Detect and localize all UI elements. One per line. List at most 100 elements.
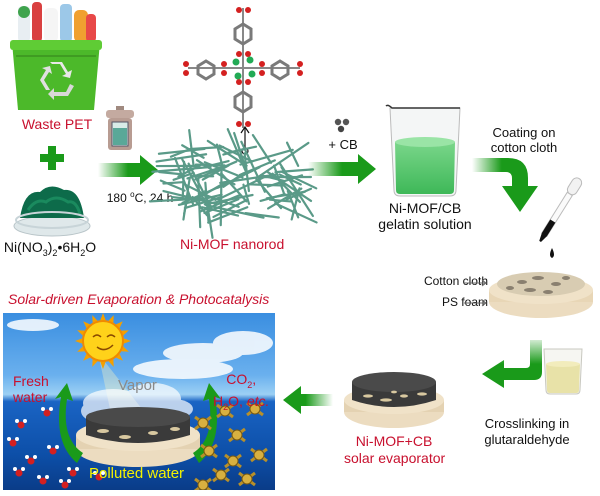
bottle [74,10,88,42]
scene-illustration [7,313,273,490]
arrow-right-step2 [98,155,158,185]
arrow-curve-down [472,158,538,212]
nanorod [212,199,248,219]
sun-icon [75,313,131,369]
water-molecule-icon [47,445,59,455]
clouds [7,319,273,379]
nickel-nitrate-label: Ni(NO3)2•6H2O [3,239,97,258]
nanorod [203,161,244,179]
ni-mof-nanorod-label: Ni-MOF nanorod [180,236,285,252]
nanorod [204,189,214,239]
nickel-atoms [232,56,256,80]
water-molecule-icon [37,475,49,485]
nanorod [226,128,248,173]
water-molecules [7,407,105,489]
pollutant-skull-icon [212,467,230,483]
water-molecule-icon [15,419,27,429]
nanorod [218,144,254,163]
nanorod [285,141,300,167]
plus-icon [40,146,64,170]
pollutant-skull-icon [200,443,218,459]
pipette-icon [539,177,583,258]
nanorod [177,164,201,178]
pollutant-skull-icon [238,471,256,487]
water-molecule-icon [93,471,105,481]
bottle-cap [18,6,30,18]
ps-foam-label: PS foam [441,295,488,309]
nanorod [198,193,241,213]
floating-evaporator [76,407,200,467]
bottle [86,14,96,42]
nanorod [169,147,192,158]
green-crystals [20,186,84,218]
cotton-cloth-layer [497,272,585,296]
nanorod [203,198,240,215]
nanorod [268,198,292,203]
vapor-label: Vapor [118,377,157,394]
pollutant-skull-icon [250,447,268,463]
nanorod [280,166,315,218]
nanorod [194,160,238,181]
nanorod [170,195,204,202]
recycle-icon [40,62,74,100]
bottle [60,4,72,42]
nanorod [215,143,223,166]
pollutant-skull-icon [246,401,264,417]
arrow-fresh-water [55,383,83,463]
fresh-water-label: Fresh water [13,373,49,405]
nickel-nitrate-dish [13,186,91,237]
nanorod [207,206,249,224]
application-title: Solar-driven Evaporation & Photocatalysi… [8,291,270,307]
nanorod [162,180,186,185]
glutaraldehyde-liquid [546,364,580,393]
nanorod [183,196,222,210]
nanorod [259,174,285,182]
nanorod [257,141,310,178]
pollutant-icons [194,401,268,490]
nanorod [247,183,286,187]
nanorod [158,170,184,176]
nanorod [155,153,208,163]
pollutant-skull-icon [194,415,212,431]
solar-evaporator-disc [344,372,444,428]
bottle [44,8,58,42]
nanorod [194,181,227,201]
solar-evaporator-label: Ni-MOF+CB solar evaporator [344,433,446,466]
cotton-cloth-label: Cotton cloth [423,274,488,288]
sun-ray [99,359,107,369]
waste-pet-basket [8,0,104,112]
nanorod [240,140,266,193]
sun-ray [113,351,123,361]
ni-mof-nanorods [148,128,318,239]
nanorod [243,152,250,193]
waste-pet-basket-illustration [10,2,102,110]
arrow-curve-left [482,340,542,388]
pollutant-skull-icon [194,477,212,490]
mof-structure-illustration [183,7,303,128]
crosslinking-label: Crosslinking in glutaraldehyde [484,416,570,447]
water-molecule-icon [13,467,25,477]
nanorod [181,160,186,199]
glutaraldehyde-beaker [543,348,583,395]
carbon-black-particles-icon [334,118,350,133]
water-molecule-icon [7,437,19,447]
carbon-black-label: + CB [328,137,358,152]
nanorod [251,133,273,164]
nanorod [267,187,303,210]
green-solution [395,142,455,194]
sun-ray [75,337,85,345]
gelatin-solution-beaker [385,104,461,197]
arrow-left-step6 [283,386,333,414]
sun-ray [83,351,93,361]
nanorod [206,139,248,167]
droplet-icon [550,248,554,258]
nanorod [242,183,251,205]
nanorod [151,165,212,173]
arrow-right-step3 [308,154,376,184]
coated-cotton-on-foam [489,272,593,318]
nanorod [233,131,248,172]
basket-rim [10,40,102,50]
sun-ray [113,321,123,331]
pollutant-skull-icon [224,453,242,469]
nanorod [197,176,202,229]
